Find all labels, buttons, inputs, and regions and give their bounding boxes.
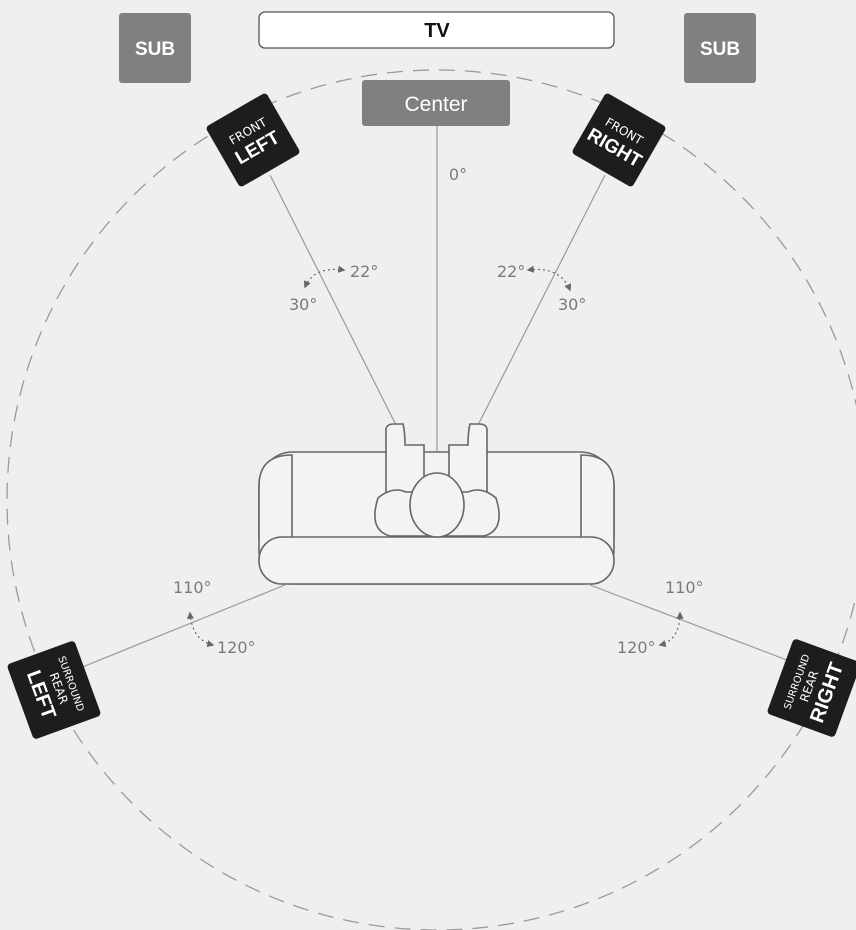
angle-labels: 22° 30° 22° 30° 110° 120° 110° 120° bbox=[173, 262, 704, 657]
center-speaker: Center bbox=[362, 80, 510, 126]
rear-right-line bbox=[589, 584, 801, 666]
sofa-seat bbox=[258, 536, 615, 585]
center-label: Center bbox=[404, 93, 467, 116]
front-right-angle-max: 30° bbox=[558, 295, 586, 314]
tv-label: TV bbox=[424, 20, 450, 42]
listener-right-leg bbox=[448, 423, 488, 497]
listener bbox=[374, 423, 500, 538]
direction-lines bbox=[74, 125, 801, 671]
surround-left-speaker: SURROUND REAR LEFT bbox=[7, 641, 101, 739]
front-right-line bbox=[477, 174, 606, 426]
front-left-angle-min: 22° bbox=[350, 262, 378, 281]
rear-right-angle-max: 120° bbox=[617, 638, 656, 657]
rear-left-line bbox=[74, 584, 286, 671]
front-left-angle-max: 30° bbox=[289, 295, 317, 314]
tv-box: TV bbox=[258, 11, 615, 49]
rear-left-angle-min: 110° bbox=[173, 578, 212, 597]
sub-left-label: SUB bbox=[135, 39, 175, 60]
front-right-angle-min: 22° bbox=[497, 262, 525, 281]
listener-head bbox=[409, 472, 465, 538]
sub-right-label: SUB bbox=[700, 39, 740, 60]
front-left-speaker: FRONT LEFT bbox=[206, 93, 300, 187]
front-right-arrow bbox=[526, 265, 572, 292]
sofa-right-arm bbox=[580, 454, 615, 540]
listener-left-leg bbox=[385, 423, 425, 497]
rear-right-angle-min: 110° bbox=[665, 578, 704, 597]
sub-left: SUB bbox=[119, 13, 191, 83]
rear-left-angle-max: 120° bbox=[217, 638, 256, 657]
angle-arrows bbox=[186, 265, 684, 648]
front-left-line bbox=[269, 174, 397, 426]
front-left-arrow bbox=[303, 265, 346, 289]
surround-right-speaker: SURROUND REAR RIGHT bbox=[767, 639, 856, 737]
center-angle-label: 0° bbox=[449, 165, 467, 184]
rear-left-arrow bbox=[186, 611, 215, 648]
sub-right: SUB bbox=[684, 13, 756, 83]
sofa-left-arm bbox=[258, 454, 293, 540]
front-right-speaker: FRONT RIGHT bbox=[572, 93, 666, 187]
